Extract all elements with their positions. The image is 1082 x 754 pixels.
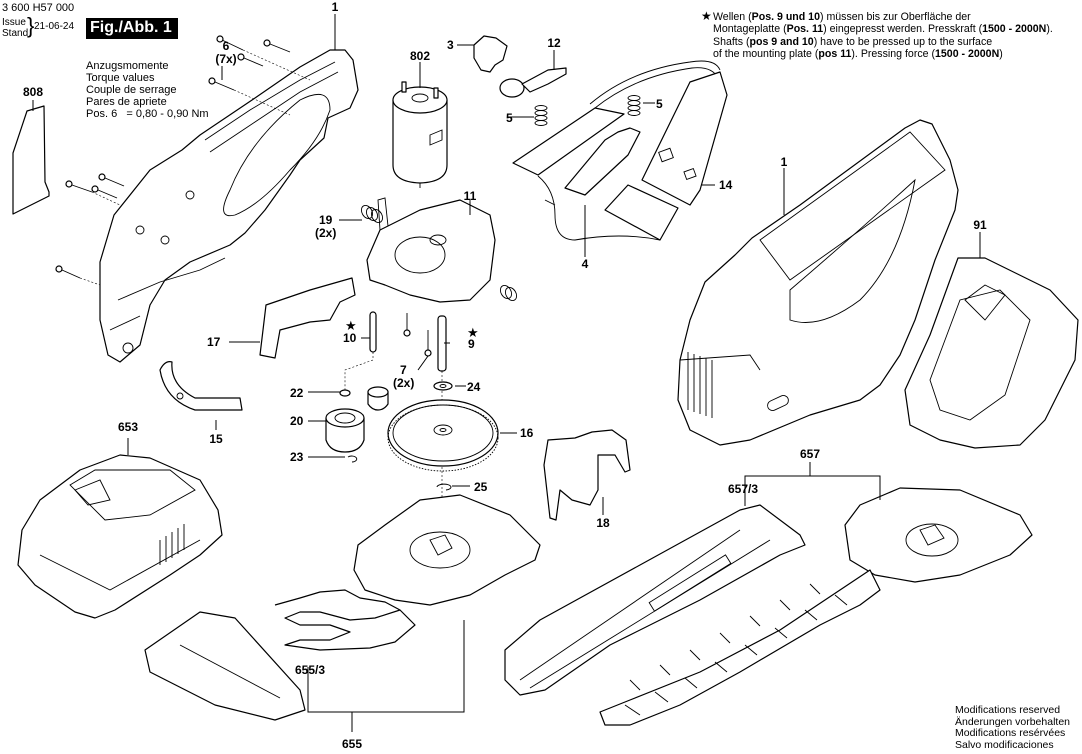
callout-15[interactable]: 15 [209, 432, 223, 446]
part-808-label-sheet[interactable] [12, 105, 50, 215]
part-22-washer[interactable] [339, 389, 351, 397]
part-3-switch-cap[interactable] [473, 35, 508, 73]
callout-12[interactable]: 12 [547, 36, 561, 50]
part-655-shear-blade-assembly[interactable] [274, 494, 541, 651]
callout-20[interactable]: 20 [290, 414, 304, 428]
callout-6-qty: (7x) [215, 52, 237, 66]
part-15-clip[interactable] [159, 361, 243, 411]
callout-23[interactable]: 23 [290, 450, 304, 464]
callout-19-qty: (2x) [315, 226, 337, 240]
star-icon-10: ★ [345, 318, 357, 333]
callout-91[interactable]: 91 [973, 218, 987, 232]
part-16-large-gear[interactable] [387, 399, 499, 472]
press-note-line-3: Shafts (pos 9 and 10) have to be pressed… [713, 35, 993, 48]
callout-653[interactable]: 653 [117, 420, 139, 434]
part-12-switch-slider[interactable] [499, 67, 567, 98]
press-note-line-1: Wellen (Pos. 9 und 10) müssen bis zur Ob… [713, 11, 971, 23]
callout-17[interactable]: 17 [207, 335, 221, 349]
callout-1-housing-half[interactable]: 1 [331, 0, 339, 14]
mods-de: Änderungen vorbehalten [955, 715, 1071, 728]
part-1-housing-assembled[interactable] [677, 119, 959, 446]
part-20-gear[interactable] [325, 386, 389, 453]
mods-en: Modifications reserved [955, 704, 1061, 716]
mods-fr: Modifications resérvées [955, 727, 1066, 739]
part-18-holder[interactable] [543, 429, 631, 521]
torque-values-note: Anzugsmomente Torque values Couple de se… [86, 60, 209, 120]
part-11-mounting-plate[interactable] [366, 197, 496, 303]
torque-line-fr: Couple de serrage [86, 84, 177, 96]
callout-657[interactable]: 657 [799, 447, 821, 461]
part-23-circlip[interactable] [347, 455, 358, 463]
part-6-screws[interactable] [55, 35, 311, 286]
document-number: 3 600 H57 000 [2, 2, 75, 14]
callout-5-left[interactable]: 5 [506, 111, 513, 125]
part-10-shaft[interactable] [344, 311, 377, 390]
issue-label: Issue Stand [2, 17, 28, 39]
callout-10[interactable]: 10 [343, 331, 357, 345]
press-fit-note: ★ Wellen (Pos. 9 und 10) müssen bis zur … [701, 10, 1053, 60]
callout-7-qty: (2x) [393, 376, 415, 390]
part-7-screws[interactable] [403, 313, 432, 357]
part-1-housing-half[interactable] [99, 49, 359, 363]
issue-label-en: Issue [2, 17, 26, 28]
callout-22[interactable]: 22 [290, 386, 304, 400]
figure-label: Fig./Abb. 1 [86, 18, 178, 39]
torque-line-en: Torque values [86, 72, 155, 84]
part-4-switch-wiring[interactable] [512, 60, 721, 241]
leader-lines [32, 14, 981, 732]
issue-label-de: Stand [2, 28, 29, 39]
modifications-reserved-note: Modifications reserved Änderungen vorbeh… [955, 704, 1071, 751]
part-657-3-long-blade-guard[interactable] [504, 504, 806, 696]
part-91-battery[interactable] [904, 257, 1079, 449]
callout-5-right[interactable]: 5 [656, 97, 663, 111]
callout-25[interactable]: 25 [474, 480, 488, 494]
callout-1-housing-assembled[interactable]: 1 [780, 155, 788, 169]
part-25-circlip[interactable] [436, 483, 452, 491]
callout-9[interactable]: 9 [468, 337, 475, 351]
callout-3[interactable]: 3 [447, 38, 454, 52]
callout-802[interactable]: 802 [409, 49, 431, 63]
callout-655[interactable]: 655 [341, 737, 363, 751]
part-19-springs[interactable] [359, 203, 519, 302]
callout-4[interactable]: 4 [581, 257, 589, 271]
press-note-line-2: Montageplatte (Pos. 11) eingepresst werd… [713, 23, 1053, 36]
callout-7[interactable]: 7 [400, 363, 407, 377]
star-icon: ★ [701, 9, 712, 23]
part-657-long-shear-blade-assembly[interactable] [599, 487, 1033, 726]
part-802-motor[interactable] [392, 81, 448, 188]
callout-18[interactable]: 18 [596, 516, 610, 530]
callout-808[interactable]: 808 [22, 85, 44, 99]
brace-symbol: } [27, 13, 35, 38]
part-653-charger[interactable] [17, 454, 223, 619]
torque-spec: Pos. 6 = 0,80 - 0,90 Nm [86, 108, 209, 120]
part-17-bracket[interactable] [259, 277, 356, 359]
part-24-washer[interactable] [433, 381, 453, 391]
part-14-electronics-pcb[interactable] [604, 71, 728, 241]
callout-19[interactable]: 19 [319, 213, 333, 227]
star-icon-9: ★ [467, 325, 479, 340]
callout-16[interactable]: 16 [520, 426, 534, 440]
mods-es: Salvo modificaciones [955, 738, 1054, 751]
callout-657-3[interactable]: 657/3 [727, 482, 759, 496]
torque-line-es: Pares de apriete [86, 96, 167, 108]
callout-11[interactable]: 11 [463, 189, 477, 203]
callout-655-3[interactable]: 655/3 [294, 663, 326, 677]
part-655-3-blade-guard[interactable] [144, 611, 306, 721]
torque-line-de: Anzugsmomente [86, 60, 169, 72]
callout-24[interactable]: 24 [467, 380, 481, 394]
press-note-line-4: of the mounting plate (pos 11). Pressing… [713, 47, 1003, 60]
part-5-springs[interactable] [534, 95, 641, 126]
issue-date: 21-06-24 [34, 21, 75, 32]
callout-14[interactable]: 14 [719, 178, 733, 192]
callout-6[interactable]: 6 [222, 39, 230, 53]
